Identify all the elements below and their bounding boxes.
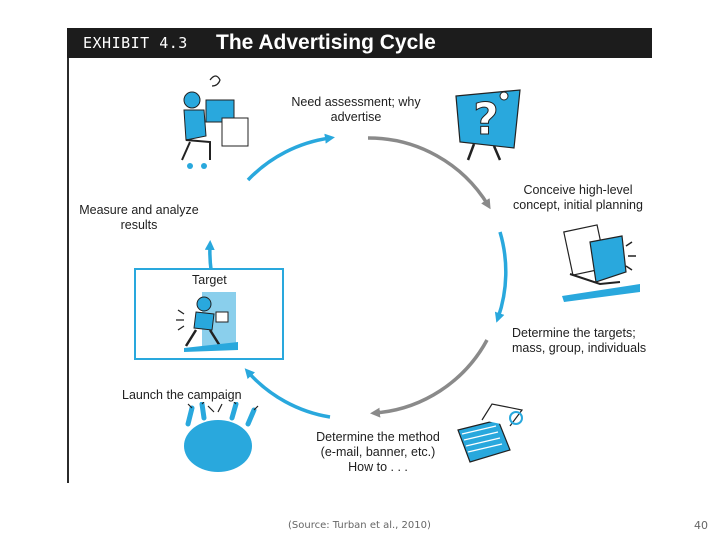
source-citation: (Source: Turban et al., 2010) [288, 520, 431, 531]
svg-text:?: ? [473, 94, 499, 145]
reading-person-icon [562, 224, 640, 302]
header-bar [67, 28, 652, 58]
arrow-targets-to-method [370, 339, 489, 418]
question-mark-figure-icon: ? [455, 89, 521, 161]
step-need-assessment: Need assessment; why advertise [291, 95, 421, 124]
step-measure-results: Measure and analyze results [79, 203, 199, 232]
step-launch-campaign: Launch the campaign [122, 388, 242, 402]
step-conceive-concept: Conceive high-level concept, initial pla… [513, 183, 643, 212]
person-at-computer-icon [181, 75, 249, 169]
arrow-measure-to-need [246, 133, 335, 182]
laptop-email-icon [457, 403, 524, 463]
step-determine-method: Determine the method (e-mail, banner, et… [316, 430, 440, 474]
cheering-crowd-icon [184, 402, 259, 472]
arrow-concept-to-targets [494, 231, 508, 323]
arrow-method-to-launch [244, 368, 331, 419]
arrow-need-to-concept [367, 136, 491, 210]
target-label: Target [192, 273, 227, 287]
exhibit-label: EXHIBIT 4.3 [83, 34, 188, 52]
page-title: The Advertising Cycle [216, 31, 436, 54]
left-rule [67, 58, 69, 483]
page-number: 40 [694, 519, 708, 532]
running-person-target-icon [176, 292, 238, 352]
step-determine-targets: Determine the targets; mass, group, indi… [512, 326, 647, 355]
